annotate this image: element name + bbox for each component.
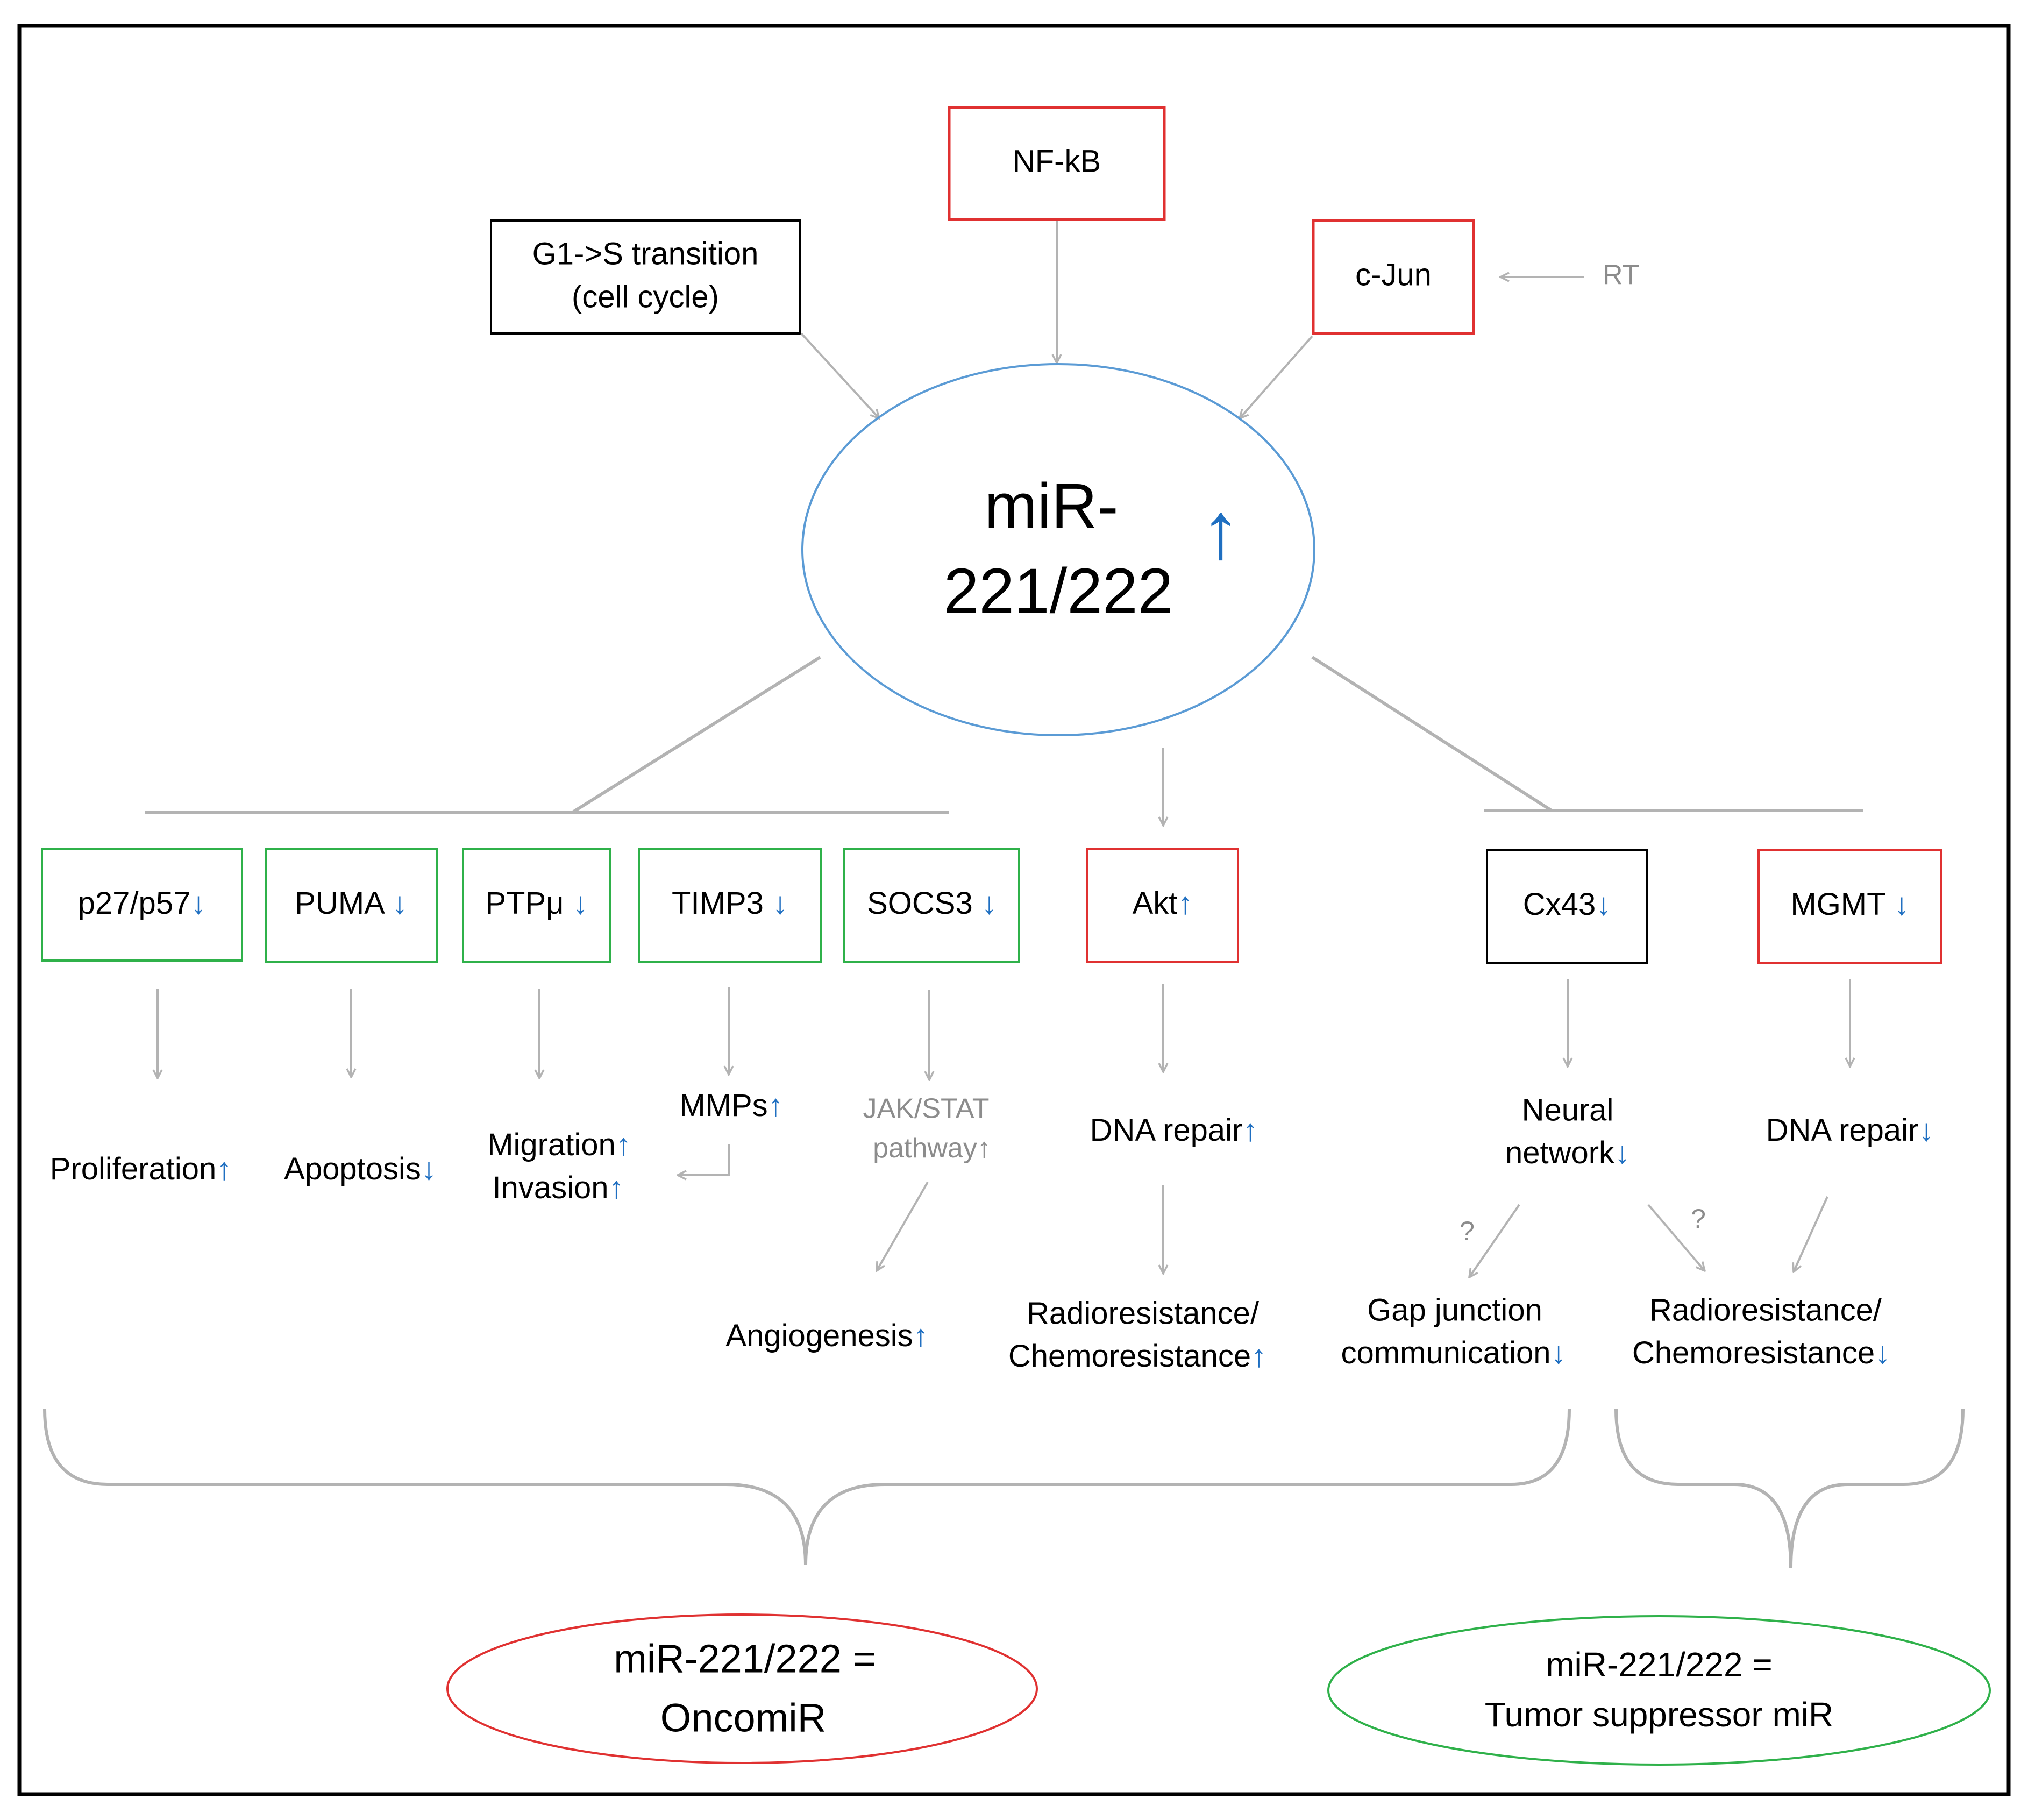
radioresistance-akt-line2: Chemoresistance↑ — [1008, 1339, 1266, 1374]
angiogenesis-label: Angiogenesis↑ — [725, 1318, 928, 1353]
oncomir-line2: OncomiR — [660, 1696, 826, 1740]
up-arrow-icon: ↑ — [913, 1318, 929, 1353]
arrow-dna-repair-to-radioresistance-mgmt — [1794, 1196, 1828, 1272]
cell-cycle-label-line2: (cell cycle) — [572, 279, 719, 314]
target-box — [843, 848, 1020, 963]
gap-junction-line2: communication↓ — [1341, 1335, 1566, 1370]
nfkb-box — [948, 106, 1166, 221]
jak-stat-label-line2: pathway↑ — [873, 1133, 991, 1164]
up-arrow-icon: ↑ — [1251, 1339, 1266, 1374]
target-box — [1486, 849, 1648, 964]
arrow-neural-to-gap-junction — [1469, 1204, 1520, 1277]
up-arrow-icon: ↑ — [1242, 1113, 1258, 1148]
target-timp3: TIMP3 ↓ — [638, 848, 822, 963]
proliferation-label: Proliferation↑ — [50, 1151, 232, 1186]
arrow-cjun-to-mir — [1240, 335, 1313, 418]
up-arrow-icon: ↑ — [216, 1151, 232, 1186]
target-box — [1086, 848, 1239, 963]
target-label: TIMP3 ↓ — [672, 886, 788, 921]
brace-oncomir — [43, 1409, 1571, 1566]
target-label: MGMT ↓ — [1790, 887, 1909, 922]
nfkb-label: NF-kB — [1013, 144, 1101, 179]
target-box — [41, 848, 243, 962]
target-puma: PUMA ↓ — [265, 848, 438, 963]
target-label: PTPμ ↓ — [485, 886, 588, 921]
down-arrow-icon: ↓ — [1894, 887, 1910, 922]
down-arrow-icon: ↓ — [1875, 1335, 1890, 1370]
dna-repair-mgmt-label: DNA repair↓ — [1766, 1113, 1934, 1148]
down-arrow-icon: ↓ — [573, 886, 588, 921]
rt-label: RT — [1603, 260, 1639, 291]
down-arrow-icon: ↓ — [1551, 1335, 1567, 1370]
cell-cycle-box — [490, 219, 801, 335]
arrow-neural-to-radioresistance — [1647, 1204, 1705, 1271]
mir-label-line2: 221/222 — [944, 556, 1173, 627]
up-arrow-icon: ↑ — [616, 1127, 631, 1162]
down-arrow-icon: ↓ — [190, 886, 206, 921]
dna-repair-akt-label: DNA repair↑ — [1090, 1113, 1258, 1148]
target-ptpmu: PTPμ ↓ — [462, 848, 611, 963]
target-akt: Akt↑ — [1086, 848, 1239, 963]
radioresistance-mgmt-line1: Radioresistance/ — [1649, 1292, 1882, 1327]
mir-label-line1: miR- — [984, 471, 1118, 542]
mir-221-222-ellipse — [801, 363, 1315, 736]
apoptosis-label: Apoptosis↓ — [284, 1151, 437, 1186]
target-label: Cx43↓ — [1523, 887, 1611, 922]
branch-right-diagonal — [1311, 656, 1553, 812]
down-arrow-icon: ↓ — [1596, 887, 1611, 922]
brace-tumor-suppressor — [1614, 1409, 1965, 1568]
arrow-mmps-to-migration — [678, 1144, 730, 1175]
question-mark-left: ? — [1460, 1216, 1475, 1246]
mir-up-arrow-icon: ↑ — [1201, 485, 1241, 575]
question-mark-right: ? — [1691, 1204, 1706, 1234]
target-box — [265, 848, 438, 963]
cjun-box — [1312, 219, 1475, 335]
target-socs3: SOCS3 ↓ — [843, 848, 1020, 963]
down-arrow-icon: ↓ — [421, 1151, 437, 1186]
gap-junction-line1: Gap junction — [1367, 1292, 1542, 1327]
target-cx43: Cx43↓ — [1486, 849, 1648, 964]
up-arrow-icon: ↑ — [977, 1133, 991, 1164]
target-box — [638, 848, 822, 963]
invasion-label: Invasion↑ — [492, 1170, 624, 1205]
radioresistance-mgmt-line2: Chemoresistance↓ — [1632, 1335, 1890, 1370]
cell-cycle-label-line1: G1->S transition — [532, 236, 759, 271]
up-arrow-icon: ↑ — [609, 1170, 624, 1205]
tumor-suppressor-ellipse — [1327, 1615, 1991, 1766]
migration-label: Migration↑ — [487, 1127, 631, 1162]
target-mgmt: MGMT ↓ — [1757, 849, 1942, 964]
tumor-suppressor-line2: Tumor suppressor miR — [1485, 1695, 1833, 1734]
neural-network-line2: network↓ — [1505, 1135, 1630, 1170]
up-arrow-icon: ↑ — [1177, 886, 1193, 921]
down-arrow-icon: ↓ — [1918, 1113, 1934, 1148]
jak-stat-label-line1: JAK/STAT — [863, 1093, 990, 1125]
down-arrow-icon: ↓ — [981, 886, 997, 921]
target-label: p27/p57↓ — [78, 886, 207, 921]
mmps-label: MMPs↑ — [679, 1088, 783, 1123]
target-box — [1757, 849, 1942, 964]
oncomir-ellipse — [446, 1613, 1038, 1764]
figure-frame — [17, 24, 2011, 1796]
down-arrow-icon: ↓ — [772, 886, 788, 921]
down-arrow-icon: ↓ — [1614, 1135, 1630, 1170]
cjun-label: c-Jun — [1355, 257, 1432, 292]
branch-left-diagonal — [572, 656, 821, 814]
oncomir-line1: miR-221/222 = — [614, 1637, 876, 1681]
target-p27-p57: p27/p57↓ — [41, 848, 243, 962]
arrow-cell-cycle-to-mir — [800, 332, 879, 418]
neural-network-line1: Neural — [1522, 1092, 1614, 1127]
target-box — [462, 848, 611, 963]
target-label: PUMA ↓ — [295, 886, 408, 921]
up-arrow-icon: ↑ — [768, 1088, 784, 1123]
arrow-jak-stat-to-angiogenesis — [877, 1182, 929, 1271]
target-label: Akt↑ — [1133, 886, 1193, 921]
radioresistance-akt-line1: Radioresistance/ — [1027, 1296, 1260, 1331]
target-label: SOCS3 ↓ — [867, 886, 997, 921]
down-arrow-icon: ↓ — [392, 886, 408, 921]
tumor-suppressor-line1: miR-221/222 = — [1546, 1645, 1773, 1684]
